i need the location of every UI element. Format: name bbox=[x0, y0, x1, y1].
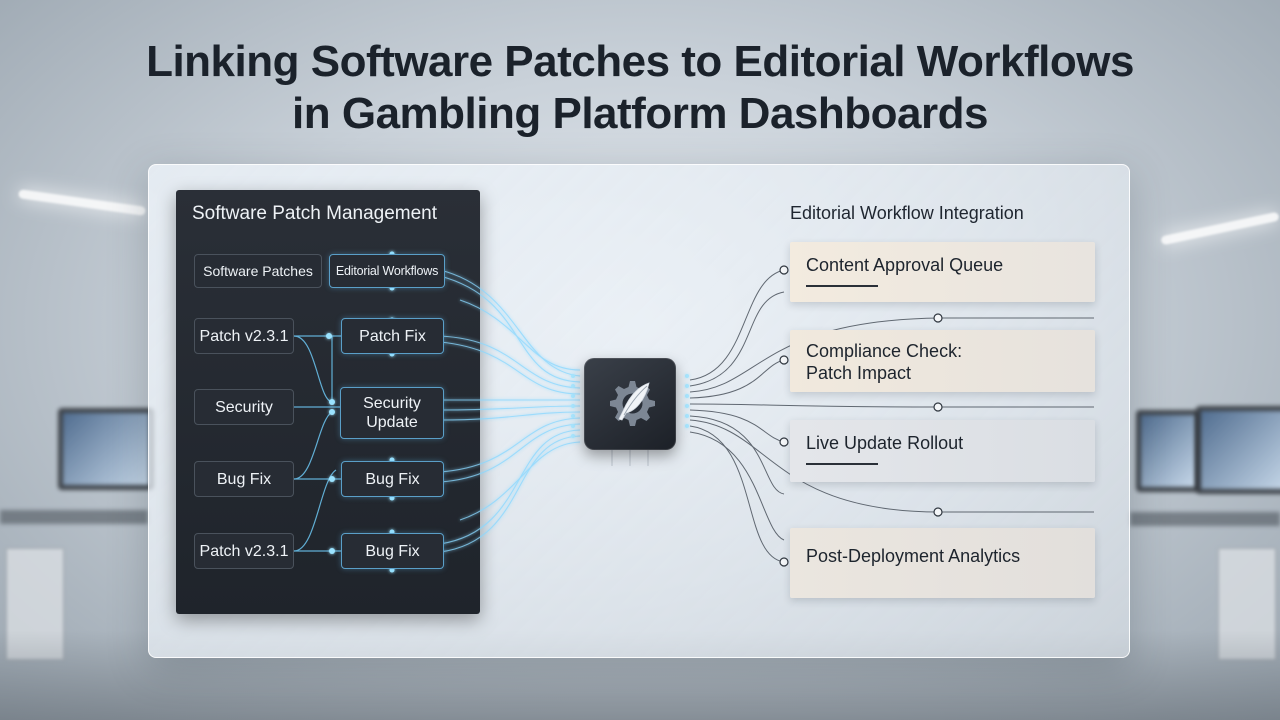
node-label: Bug Fix bbox=[365, 470, 420, 488]
card-live-update: Live Update Rollout bbox=[790, 420, 1095, 482]
node-patch-v231-b: Patch v2.3.1 bbox=[194, 533, 294, 569]
node-patch-fix: Patch Fix bbox=[341, 318, 444, 354]
node-label-line-2: Update bbox=[366, 414, 418, 431]
node-label: Patch Fix bbox=[359, 327, 426, 345]
node-editorial-workflows: Editorial Workflows bbox=[329, 254, 445, 288]
card-label-line-2: Patch Impact bbox=[806, 363, 912, 383]
card-compliance-check: Compliance Check: Patch Impact bbox=[790, 330, 1095, 392]
card-content-approval: Content Approval Queue bbox=[790, 242, 1095, 302]
node-label: Security bbox=[215, 398, 273, 416]
background-cabinet bbox=[6, 548, 64, 660]
node-label: Bug Fix bbox=[365, 542, 420, 560]
gear-feather-icon bbox=[610, 381, 655, 426]
node-patch-v231-a: Patch v2.3.1 bbox=[194, 318, 294, 354]
node-bug-fix-b: Bug Fix bbox=[341, 461, 444, 497]
background-monitor bbox=[58, 408, 154, 490]
card-underline bbox=[806, 285, 878, 287]
node-security: Security bbox=[194, 389, 294, 425]
node-label: Patch v2.3.1 bbox=[199, 542, 289, 560]
node-label: Software Patches bbox=[203, 262, 313, 279]
node-label-line-1: Security bbox=[363, 395, 421, 412]
title-line-1: Linking Software Patches to Editorial Wo… bbox=[146, 37, 1134, 86]
page-title: Linking Software Patches to Editorial Wo… bbox=[40, 36, 1240, 140]
integration-hub bbox=[584, 358, 676, 450]
node-label: Editorial Workflows bbox=[335, 263, 439, 278]
background-cabinet bbox=[1218, 548, 1276, 660]
node-bug-fix-c: Bug Fix bbox=[341, 533, 444, 569]
editorial-integration-heading: Editorial Workflow Integration bbox=[790, 203, 1024, 223]
node-label: Patch v2.3.1 bbox=[199, 327, 289, 345]
card-label: Live Update Rollout bbox=[806, 433, 964, 453]
background-monitor bbox=[1196, 406, 1280, 494]
card-label: Post-Deployment Analytics bbox=[806, 546, 1021, 566]
patch-management-heading: Software Patch Management bbox=[192, 203, 438, 224]
ceiling-light bbox=[1160, 211, 1280, 246]
background-monitor bbox=[1136, 410, 1200, 492]
node-label: Bug Fix bbox=[216, 470, 272, 488]
background-desk bbox=[0, 510, 148, 524]
ceiling-light bbox=[17, 189, 147, 216]
node-bug-fix-a: Bug Fix bbox=[194, 461, 294, 497]
node-security-update: Security Update bbox=[340, 387, 444, 439]
title-line-2: in Gambling Platform Dashboards bbox=[292, 89, 988, 138]
card-label: Content Approval Queue bbox=[806, 255, 1004, 275]
card-post-deployment: Post-Deployment Analytics bbox=[790, 528, 1095, 598]
node-software-patches: Software Patches bbox=[194, 254, 322, 288]
card-underline bbox=[806, 463, 878, 465]
background-desk bbox=[1130, 512, 1280, 526]
card-label-line-1: Compliance Check: bbox=[806, 341, 963, 361]
